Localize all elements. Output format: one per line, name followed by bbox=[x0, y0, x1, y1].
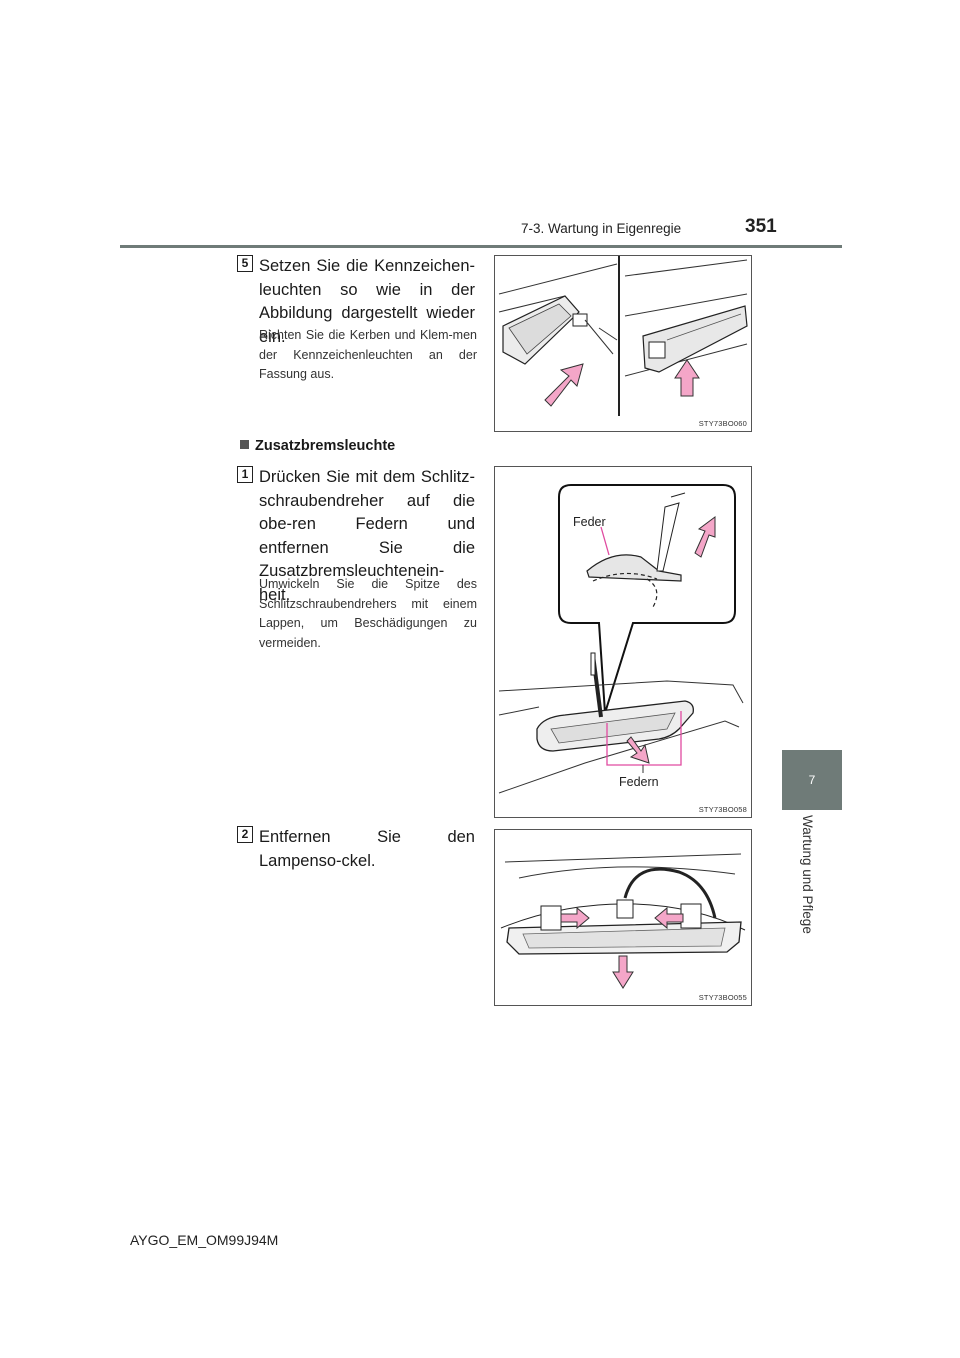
step-1-note: Umwickeln Sie die Spitze des Schlitzschr… bbox=[259, 577, 477, 650]
header-divider bbox=[120, 245, 842, 248]
bulb-socket-illustration bbox=[500, 853, 746, 989]
license-plate-lamp-illustration bbox=[498, 256, 748, 416]
chapter-title: Wartung und Pflege bbox=[800, 815, 815, 934]
figure-code: STY73BO058 bbox=[698, 805, 747, 814]
step-1-instruction: Drücken Sie mit dem Schlitz-schraubendre… bbox=[259, 468, 475, 604]
figure-high-mount-stop-light: Feder Federn STY73BO058 bbox=[494, 466, 752, 818]
header-section-title: 7-3. Wartung in Eigenregie bbox=[521, 221, 682, 236]
figure-code: STY73BO055 bbox=[698, 993, 747, 1002]
figure-bulb-socket: STY73BO055 bbox=[494, 829, 752, 1006]
spring-label: Feder bbox=[573, 515, 606, 529]
step-2-instruction: Entfernen Sie den Lampenso-ckel. bbox=[259, 828, 475, 870]
step-5-instruction: Setzen Sie die Kennzeichen-leuchten so w… bbox=[259, 257, 475, 346]
figure-license-plate-lamp: STY73BO060 bbox=[494, 255, 752, 432]
step-number-5: 5 bbox=[237, 255, 253, 272]
chapter-tab: 7 bbox=[782, 750, 842, 810]
step-5-note: Richten Sie die Kerben und Klem-men der … bbox=[259, 328, 477, 381]
section-heading-text: Zusatzbremsleuchte bbox=[255, 438, 396, 454]
document-code: AYGO_EM_OM99J94M bbox=[130, 1232, 279, 1248]
section-heading: Zusatzbremsleuchte bbox=[240, 438, 395, 454]
step-number-1: 1 bbox=[237, 466, 253, 483]
step-number-2: 2 bbox=[237, 826, 253, 843]
figure-code: STY73BO060 bbox=[698, 419, 747, 428]
stop-light-removal-illustration bbox=[498, 484, 744, 794]
section-bullet-icon bbox=[240, 440, 249, 449]
springs-label: Federn bbox=[619, 775, 659, 789]
page-number: 351 bbox=[745, 216, 777, 237]
